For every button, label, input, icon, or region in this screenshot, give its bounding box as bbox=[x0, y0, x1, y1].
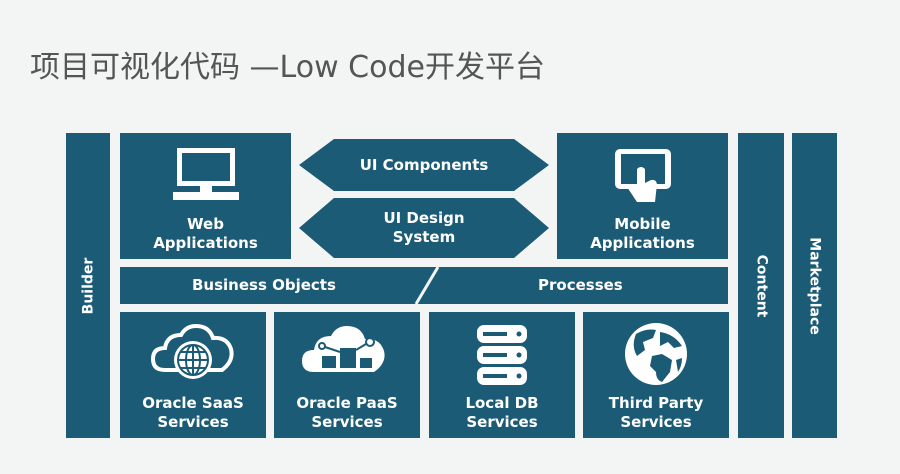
processes-label: Processes bbox=[538, 276, 623, 294]
tablet-touch-icon bbox=[611, 145, 675, 205]
third-party-line1: Third Party bbox=[608, 394, 704, 412]
ui-components-shape: UI Components bbox=[299, 139, 549, 191]
cloud-cubes-icon bbox=[300, 322, 394, 384]
third-party-box: Third Party Services bbox=[583, 312, 729, 438]
database-icon bbox=[471, 322, 533, 388]
oracle-paas-line1: Oracle PaaS bbox=[296, 394, 398, 412]
page-title: 项目可视化代码 —Low Code开发平台 bbox=[30, 50, 545, 85]
oracle-saas-line2: Services bbox=[157, 413, 229, 431]
globe-earth-icon bbox=[622, 320, 690, 388]
row-background bbox=[120, 267, 728, 304]
local-db-box: Local DB Services bbox=[429, 312, 575, 438]
local-db-line1: Local DB bbox=[465, 394, 539, 412]
builder-label: Builder bbox=[80, 257, 96, 314]
cloud-globe-icon bbox=[151, 322, 235, 384]
content-bar: Content bbox=[738, 133, 784, 438]
ui-components-label: UI Components bbox=[359, 155, 489, 174]
mobile-applications-line1: Mobile bbox=[614, 215, 671, 233]
desktop-monitor-icon bbox=[171, 145, 241, 203]
mobile-applications-line2: Applications bbox=[590, 234, 695, 252]
local-db-line2: Services bbox=[466, 413, 538, 431]
web-applications-box: Web Applications bbox=[120, 133, 291, 259]
marketplace-label: Marketplace bbox=[806, 236, 823, 335]
builder-bar: Builder bbox=[66, 133, 110, 438]
oracle-paas-box: Oracle PaaS Services bbox=[274, 312, 420, 438]
content-label: Content bbox=[753, 254, 769, 317]
oracle-saas-box: Oracle SaaS Services bbox=[120, 312, 266, 438]
web-applications-line2: Applications bbox=[153, 234, 258, 252]
mobile-applications-box: Mobile Applications bbox=[557, 133, 728, 259]
third-party-line2: Services bbox=[620, 413, 692, 431]
marketplace-bar: Marketplace bbox=[792, 133, 837, 438]
ui-design-label-line2: System bbox=[392, 228, 456, 246]
oracle-paas-line2: Services bbox=[311, 413, 383, 431]
web-applications-line1: Web bbox=[187, 215, 224, 233]
ui-design-label-line1: UI Design bbox=[383, 209, 465, 227]
oracle-saas-line1: Oracle SaaS bbox=[142, 394, 244, 412]
business-objects-label: Business Objects bbox=[192, 276, 336, 294]
ui-design-system-shape: UI Design System bbox=[299, 198, 549, 258]
business-processes-row: Business Objects Processes bbox=[120, 267, 728, 304]
